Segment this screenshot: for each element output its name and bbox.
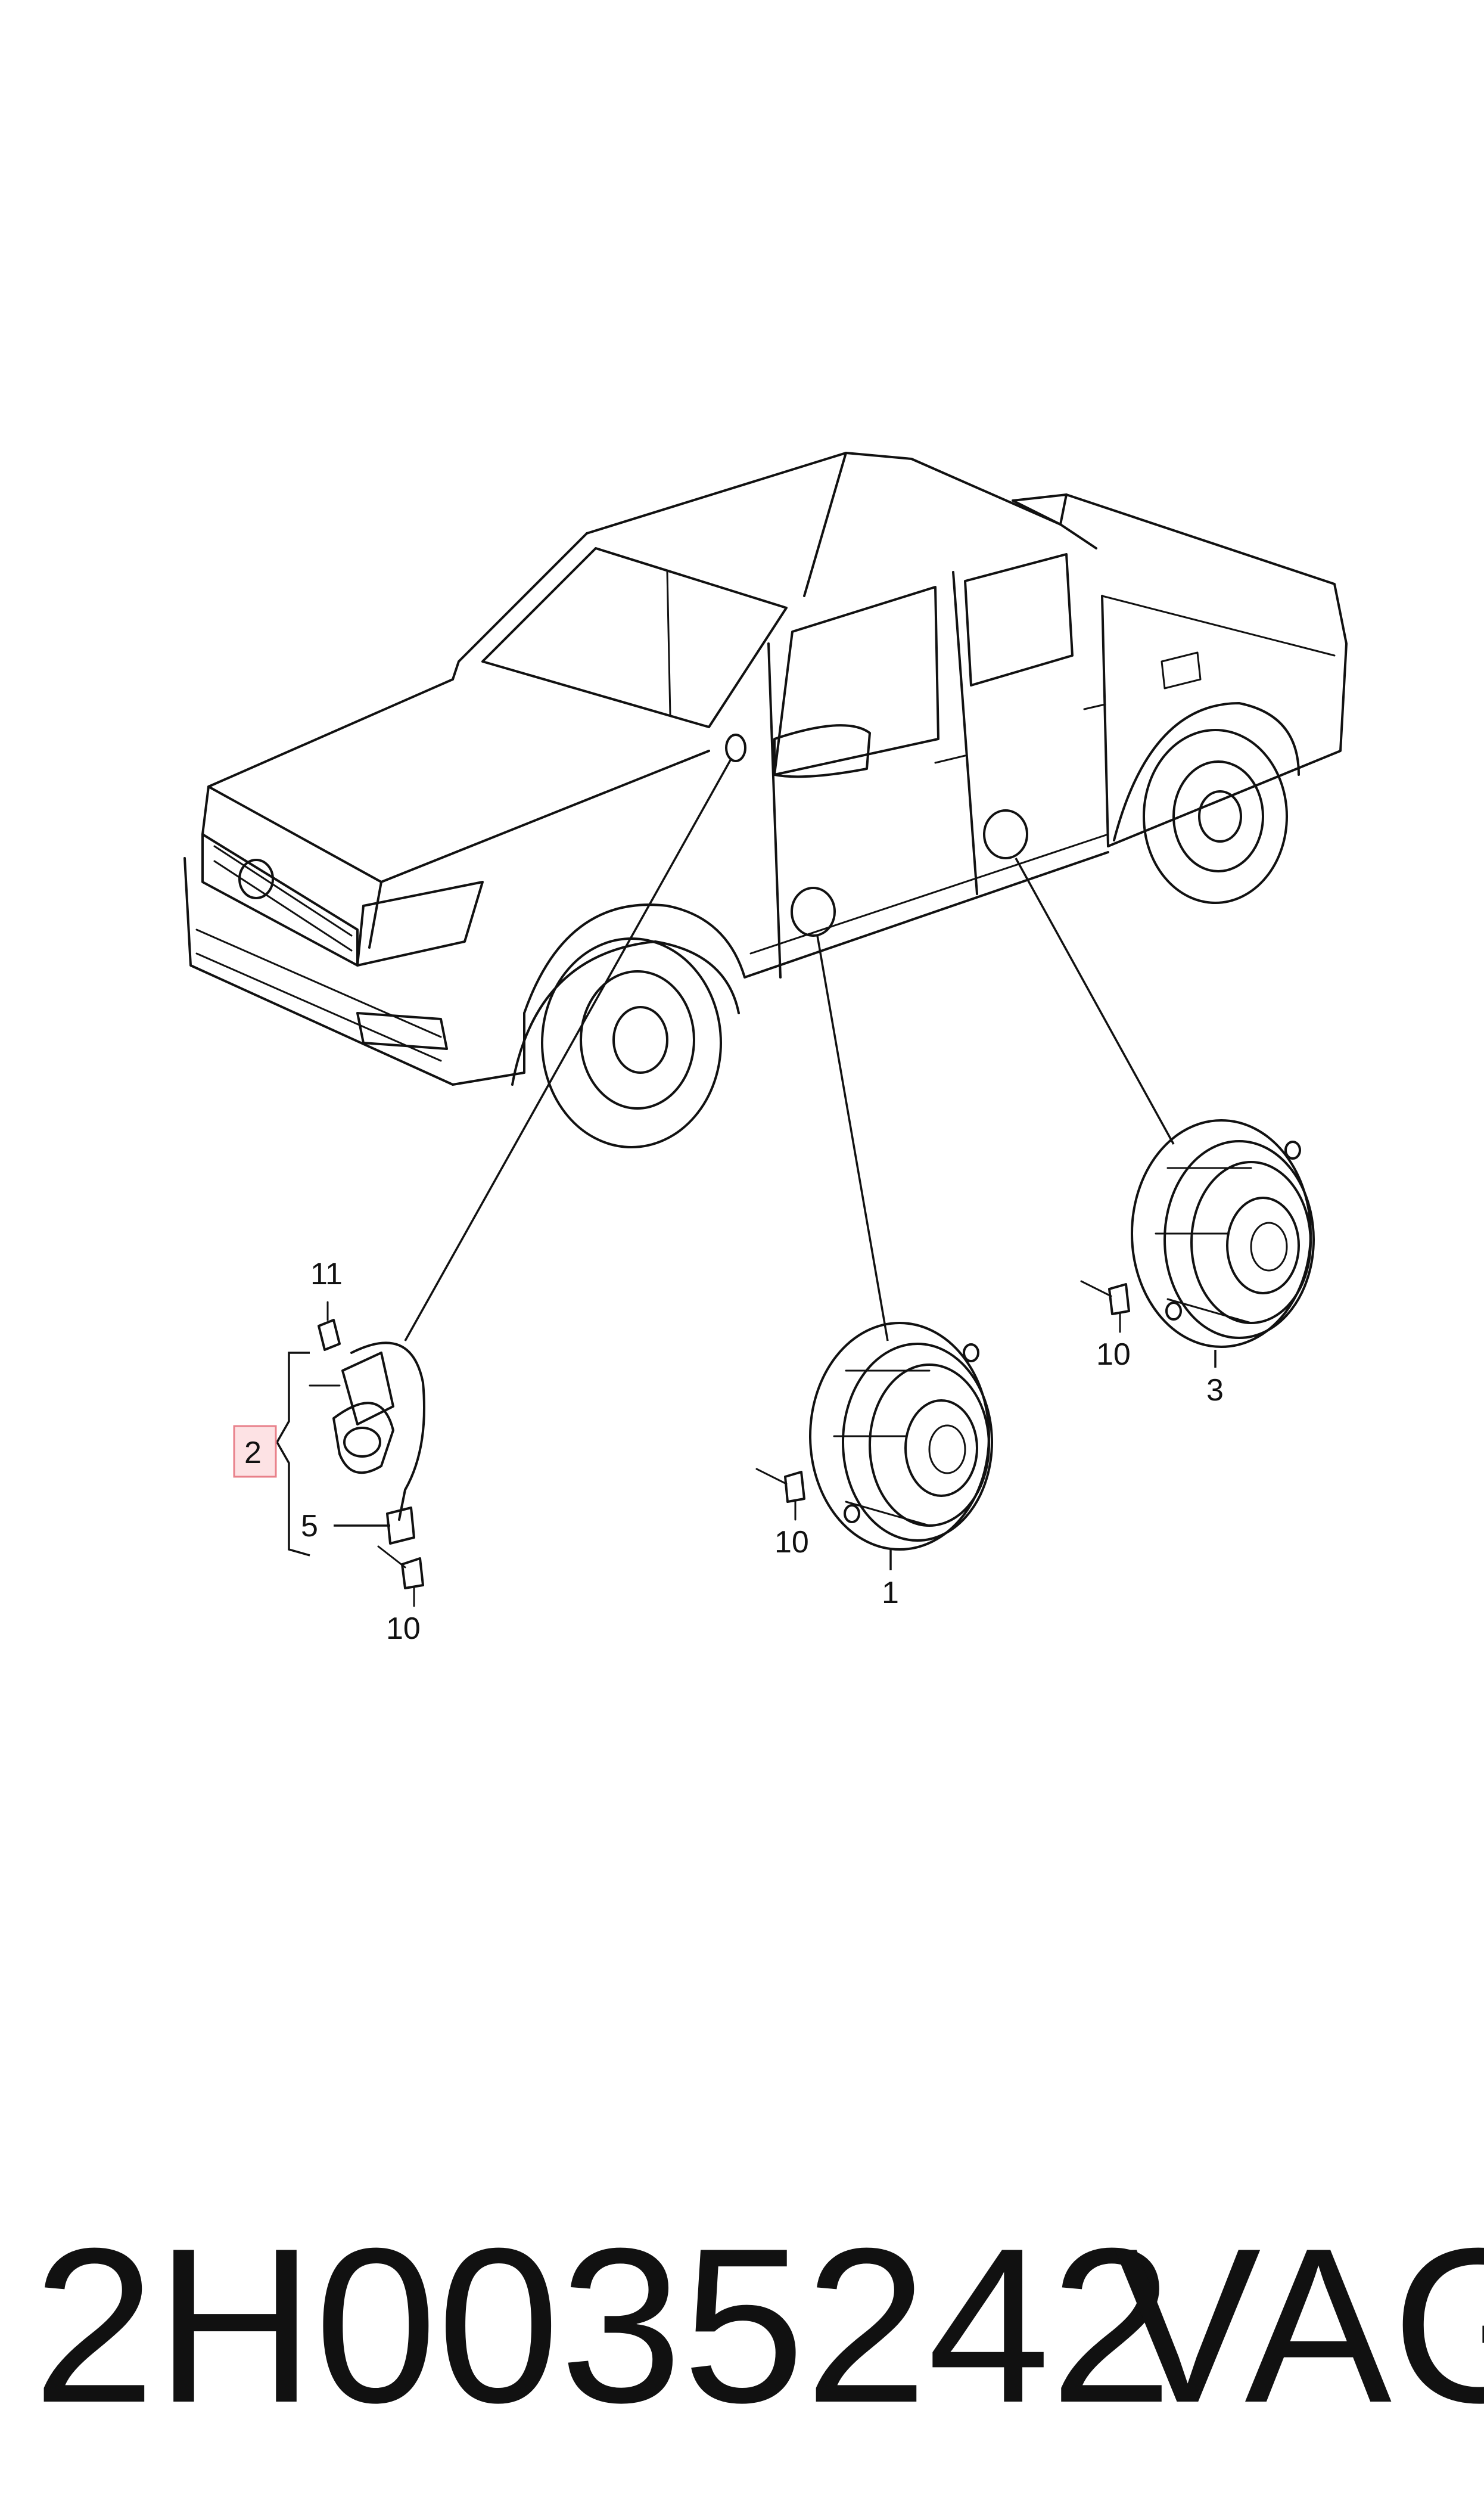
leader-lines: [404, 757, 1175, 1341]
callout-10-left: 10: [386, 1611, 421, 1646]
callout-2[interactable]: 2: [244, 1436, 262, 1470]
rivet-icon: [1080, 1280, 1130, 1333]
rear-door-speaker-icon: [1131, 1119, 1315, 1348]
brand-name: VAG: [1114, 2203, 1484, 2449]
callout-10-middle: 10: [774, 1525, 809, 1560]
group-bracket: [275, 1352, 310, 1557]
callout-2-highlight[interactable]: [233, 1425, 277, 1478]
callout-3: 3: [1206, 1373, 1224, 1408]
callout-1: 1: [882, 1576, 899, 1610]
rivet-icon: [755, 1468, 805, 1521]
front-door-speaker-location-marker: [791, 887, 836, 937]
tweeter-location-marker: [725, 734, 746, 762]
mount-location-markers: [725, 734, 1028, 937]
pickup-truck-illustration: [183, 452, 1348, 1148]
screw-icon: [318, 1301, 341, 1351]
part-number: 2H0035242: [33, 2203, 1172, 2449]
callout-11: 11: [310, 1257, 343, 1291]
front-door-speaker-icon: [809, 1322, 993, 1551]
callout-10-right: 10: [1096, 1337, 1131, 1372]
tweeter-icon: [309, 1341, 425, 1545]
rivet-icon: [377, 1545, 424, 1607]
rear-door-speaker-location-marker: [983, 809, 1028, 859]
callout-5: 5: [301, 1509, 318, 1543]
